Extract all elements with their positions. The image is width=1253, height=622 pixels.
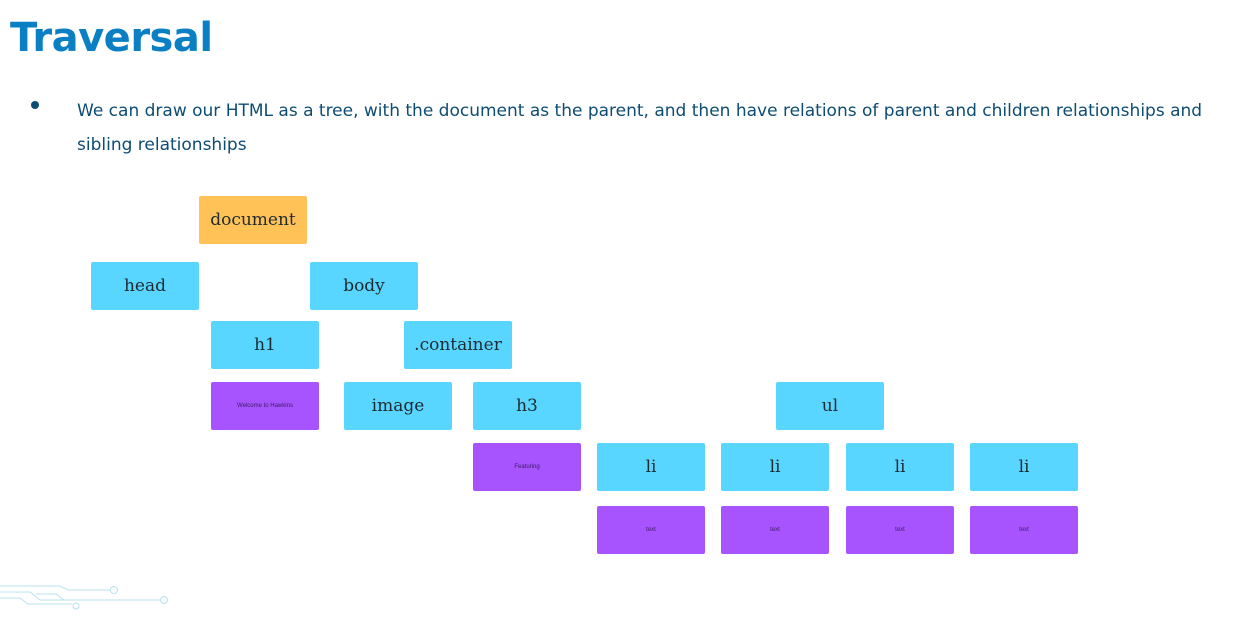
node-image: image bbox=[344, 382, 452, 430]
node-li-3: li bbox=[846, 443, 954, 491]
slide-title: Traversal bbox=[10, 15, 213, 61]
node-h3: h3 bbox=[473, 382, 581, 430]
node-head: head bbox=[91, 262, 199, 310]
bullet-text: We can draw our HTML as a tree, with the… bbox=[77, 101, 1203, 155]
node-li-2-text: text bbox=[721, 506, 829, 554]
node-li-2: li bbox=[721, 443, 829, 491]
node-body: body bbox=[310, 262, 418, 310]
node-container: .container bbox=[404, 321, 512, 369]
node-h3-text: Featuring bbox=[473, 443, 581, 491]
node-li-4-text: text bbox=[970, 506, 1078, 554]
node-h1: h1 bbox=[211, 321, 319, 369]
bullet-icon bbox=[31, 101, 39, 109]
node-h1-text: Welcome to Hawkins bbox=[211, 382, 319, 430]
circuit-decoration-icon bbox=[0, 585, 168, 610]
node-li-3-text: text bbox=[846, 506, 954, 554]
node-ul: ul bbox=[776, 382, 884, 430]
node-document: document bbox=[199, 196, 307, 244]
node-li-4: li bbox=[970, 443, 1078, 491]
node-li-1: li bbox=[597, 443, 705, 491]
node-li-1-text: text bbox=[597, 506, 705, 554]
